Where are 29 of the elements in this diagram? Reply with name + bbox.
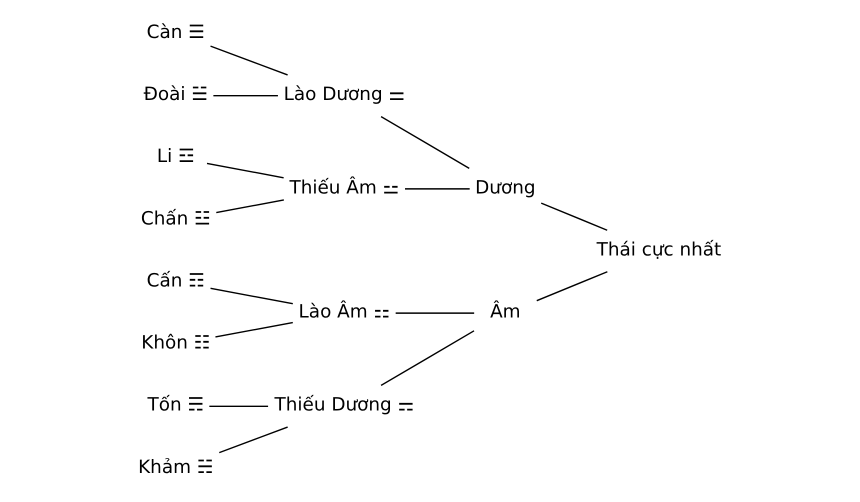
connector (209, 406, 268, 407)
connector (380, 330, 474, 386)
connector (213, 95, 278, 96)
connector (216, 199, 284, 214)
connector (540, 202, 608, 231)
node-text: Càn ☰ (146, 22, 205, 43)
node-text: Cấn ☶ (146, 270, 205, 292)
node-text: Lào Dương ⚌ (284, 84, 405, 106)
node-text: Chấn ☳ (140, 208, 211, 230)
node-text: Đoài ☱ (144, 84, 208, 106)
node-text: Tốn ☴ (148, 394, 204, 416)
node-text: Li ☲ (156, 146, 195, 168)
connector (206, 162, 284, 178)
node-text: Khảm ☵ (138, 456, 214, 478)
node-text: Thiếu Dương ⚎ (274, 394, 414, 416)
connector (215, 322, 293, 338)
node-text: Khôn ☷ (141, 332, 210, 354)
node-text: Lào Âm ⚏ (298, 302, 390, 322)
connector (219, 426, 288, 454)
connector (210, 288, 293, 304)
node-text: Dương (475, 177, 536, 198)
connector (396, 312, 474, 314)
connector (380, 116, 470, 169)
connector (210, 45, 288, 76)
connector (405, 188, 470, 190)
node-text: Thiếu Âm ⚍ (289, 177, 400, 198)
connector (536, 271, 608, 302)
node-text: Âm (490, 302, 521, 322)
node-text: Thái cực nhất (596, 239, 722, 260)
